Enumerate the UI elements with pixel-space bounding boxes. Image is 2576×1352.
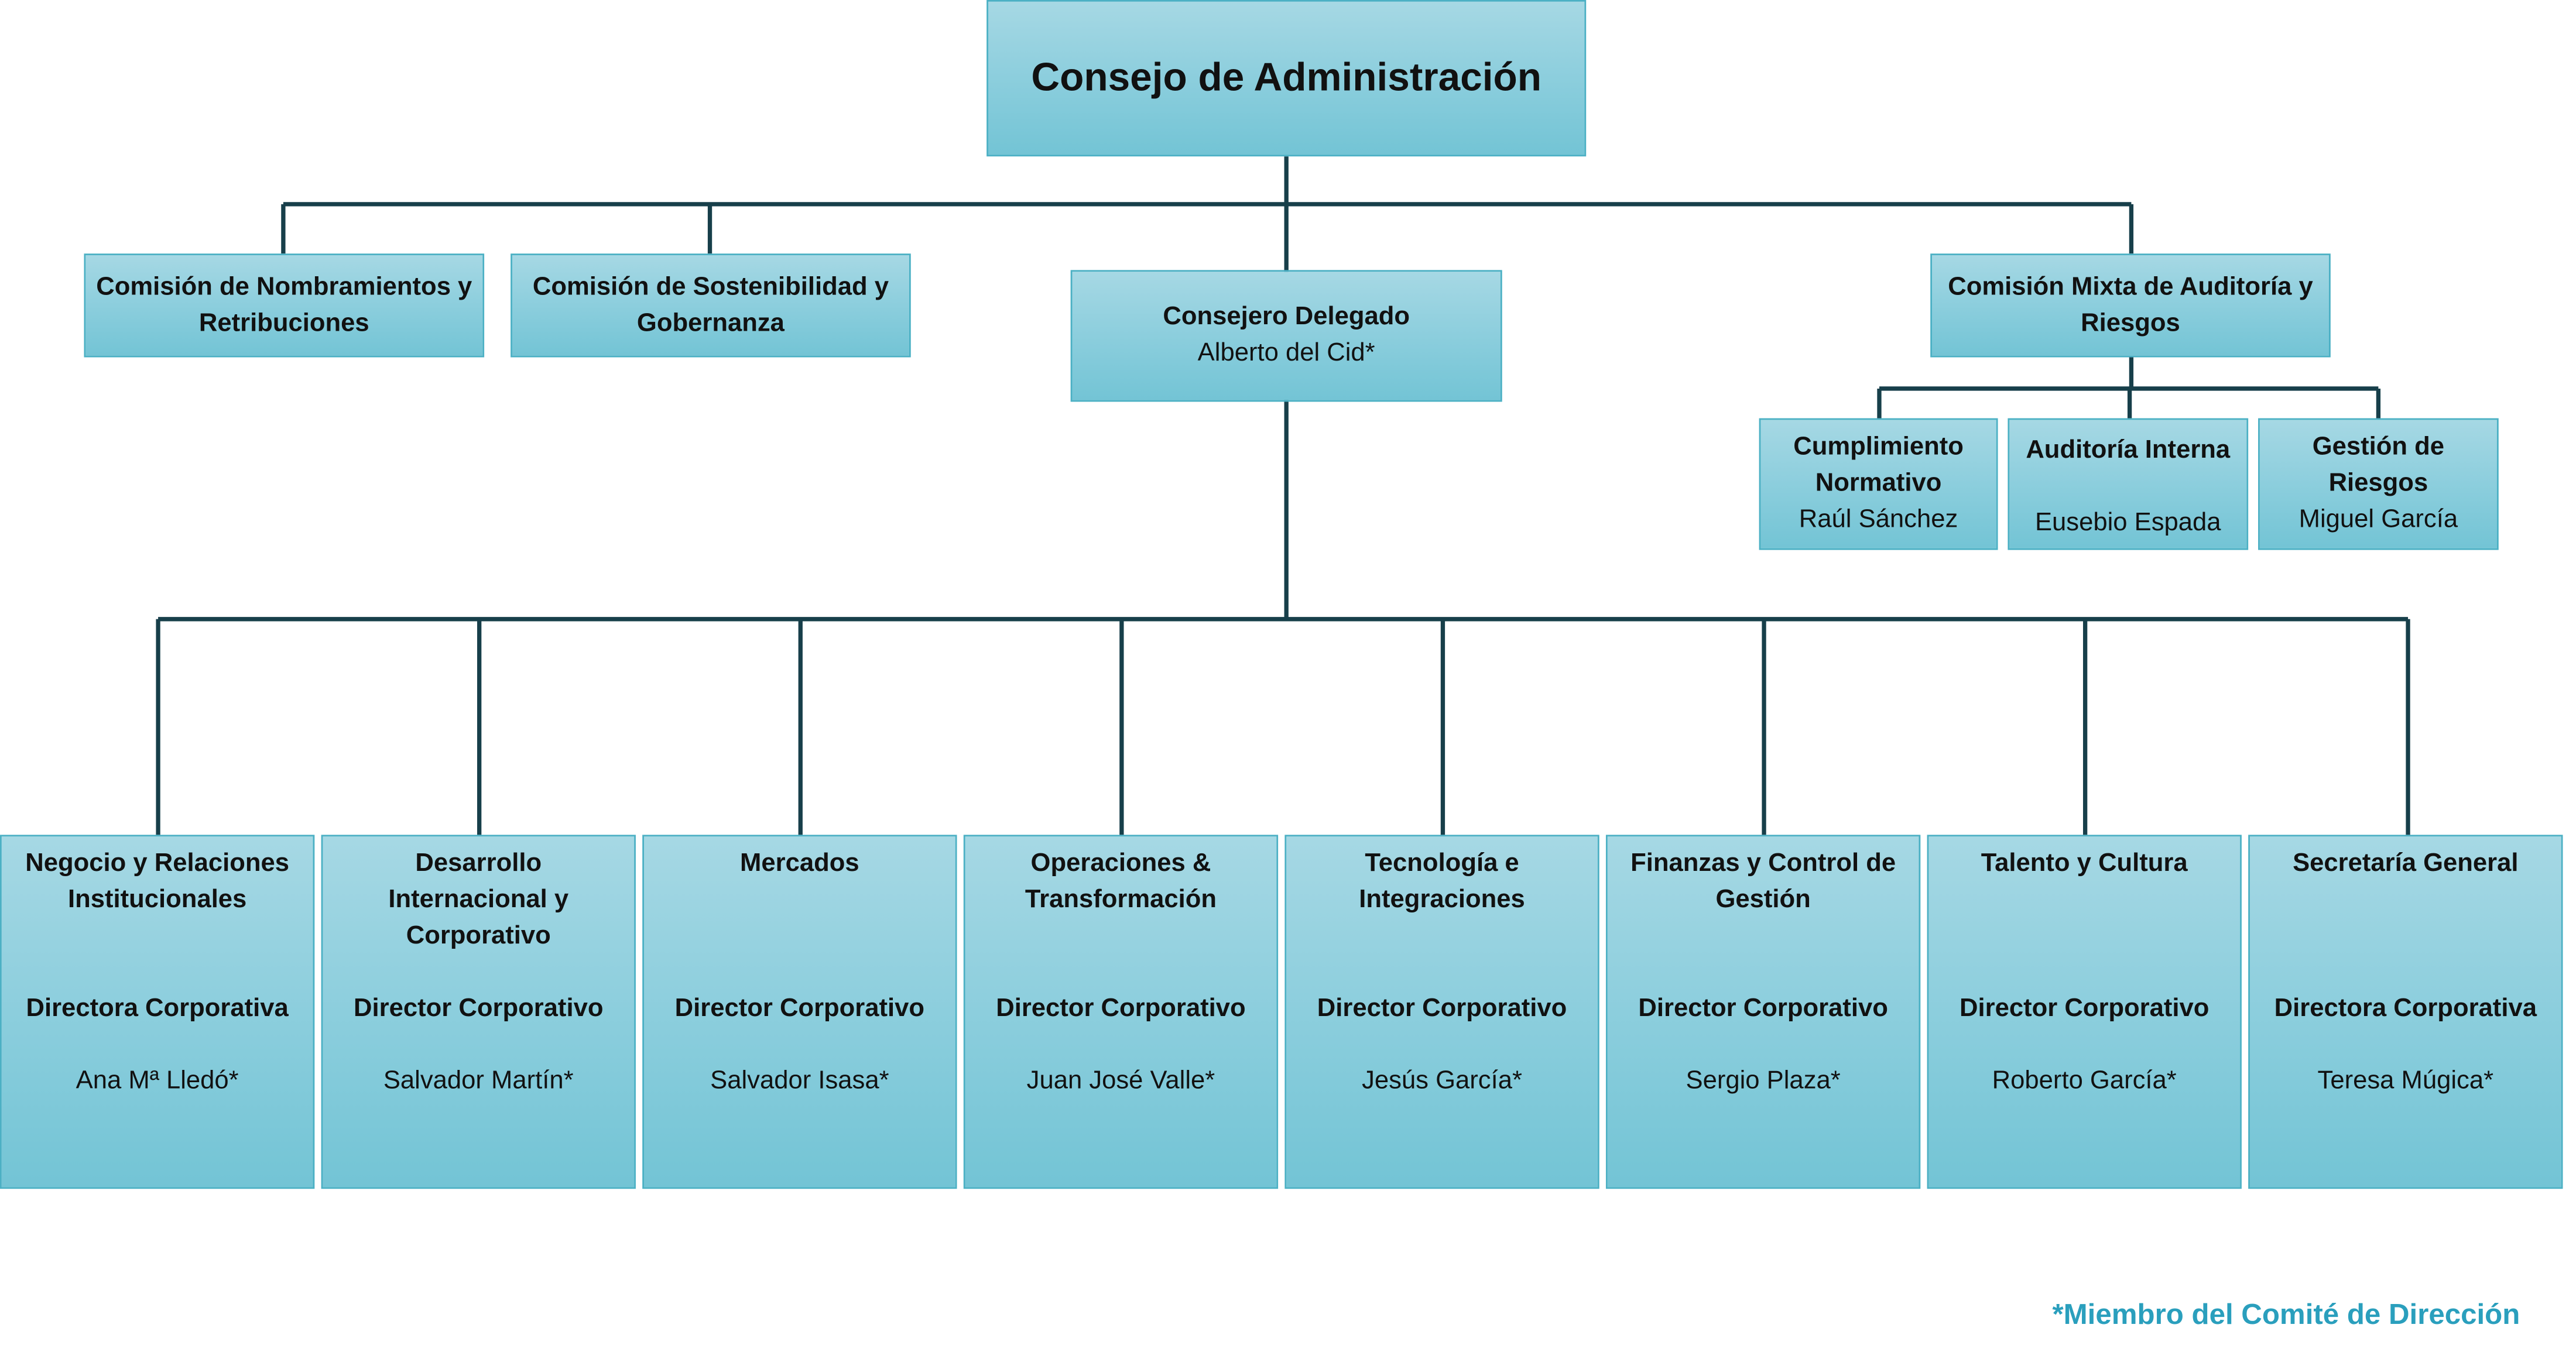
department-node: Negocio y Relaciones Institucionales Dir… [0,835,315,1189]
committee-title: Comisión de Nombramientos y Retribucione… [96,272,472,337]
department-node: Talento y Cultura Director Corporativo R… [1927,835,2242,1189]
department-title: Secretaría General [2293,849,2519,878]
department-node: Tecnología e Integraciones Director Corp… [1284,835,1599,1189]
committee-node: Comisión de Sostenibilidad y Gobernanza [511,253,911,358]
department-title: Mercados [740,849,859,878]
department-title: Tecnología e Integraciones [1359,849,1525,914]
audit-unit-name: Miguel García [2298,505,2458,534]
audit-unit-node: Cumplimiento Normativo Raúl Sánchez [1759,418,1998,550]
department-role: Director Corporativo [354,994,604,1023]
department-role: Director Corporativo [1959,994,2210,1023]
board-title: Consejo de Administración [1031,55,1542,100]
department-node: Mercados Director Corporativo Salvador I… [642,835,957,1189]
department-node: Operaciones & Transformación Director Co… [963,835,1279,1189]
footnote: *Miembro del Comité de Dirección [2052,1297,2520,1331]
board-node: Consejo de Administración [986,0,1587,157]
department-head: Sergio Plaza* [1686,1067,1841,1095]
department-role: Director Corporativo [1638,994,1888,1023]
department-role: Directora Corporativa [26,994,289,1023]
department-head: Salvador Martín* [383,1067,574,1095]
department-title: Desarrollo Internacional y Corporativo [388,849,569,950]
department-head: Salvador Isasa* [710,1067,889,1095]
audit-unit-name: Eusebio Espada [2034,509,2221,537]
audit-unit-title: Cumplimiento Normativo [1793,433,1964,497]
committee-node: Comisión de Nombramientos y Retribucione… [84,253,485,358]
ceo-name: Alberto del Cid* [1197,339,1375,368]
ceo-title: Consejero Delegado [1163,303,1410,331]
department-head: Juan José Valle* [1026,1067,1215,1095]
ceo-node: Consejero Delegado Alberto del Cid* [1070,270,1502,402]
committee-node: Comisión Mixta de Auditoría y Riesgos [1930,253,2331,358]
department-title: Operaciones & Transformación [1025,849,1217,914]
audit-unit-node: Gestión de Riesgos Miguel García [2258,418,2499,550]
department-title: Negocio y Relaciones Institucionales [25,849,290,914]
department-head: Roberto García* [1992,1067,2177,1095]
department-title: Talento y Cultura [1981,849,2188,878]
department-head: Teresa Múgica* [2317,1067,2494,1095]
department-title: Finanzas y Control de Gestión [1630,849,1896,914]
department-head: Jesús García* [1362,1067,1522,1095]
audit-unit-title: Gestión de Riesgos [2312,433,2445,497]
audit-unit-title: Auditoría Interna [2026,436,2231,465]
department-role: Directora Corporativa [2274,994,2537,1023]
department-node: Desarrollo Internacional y Corporativo D… [321,835,636,1189]
audit-unit-name: Raúl Sánchez [1799,505,1958,534]
department-role: Director Corporativo [1317,994,1567,1023]
audit-unit-node: Auditoría Interna Eusebio Espada [2008,418,2249,550]
committee-title: Comisión Mixta de Auditoría y Riesgos [1948,272,2313,337]
department-node: Finanzas y Control de Gestión Director C… [1605,835,1921,1189]
committee-title: Comisión de Sostenibilidad y Gobernanza [532,272,889,337]
department-head: Ana Mª Lledó* [76,1067,239,1095]
department-node: Secretaría General Directora Corporativa… [2248,835,2563,1189]
department-role: Director Corporativo [996,994,1246,1023]
department-role: Director Corporativo [674,994,925,1023]
